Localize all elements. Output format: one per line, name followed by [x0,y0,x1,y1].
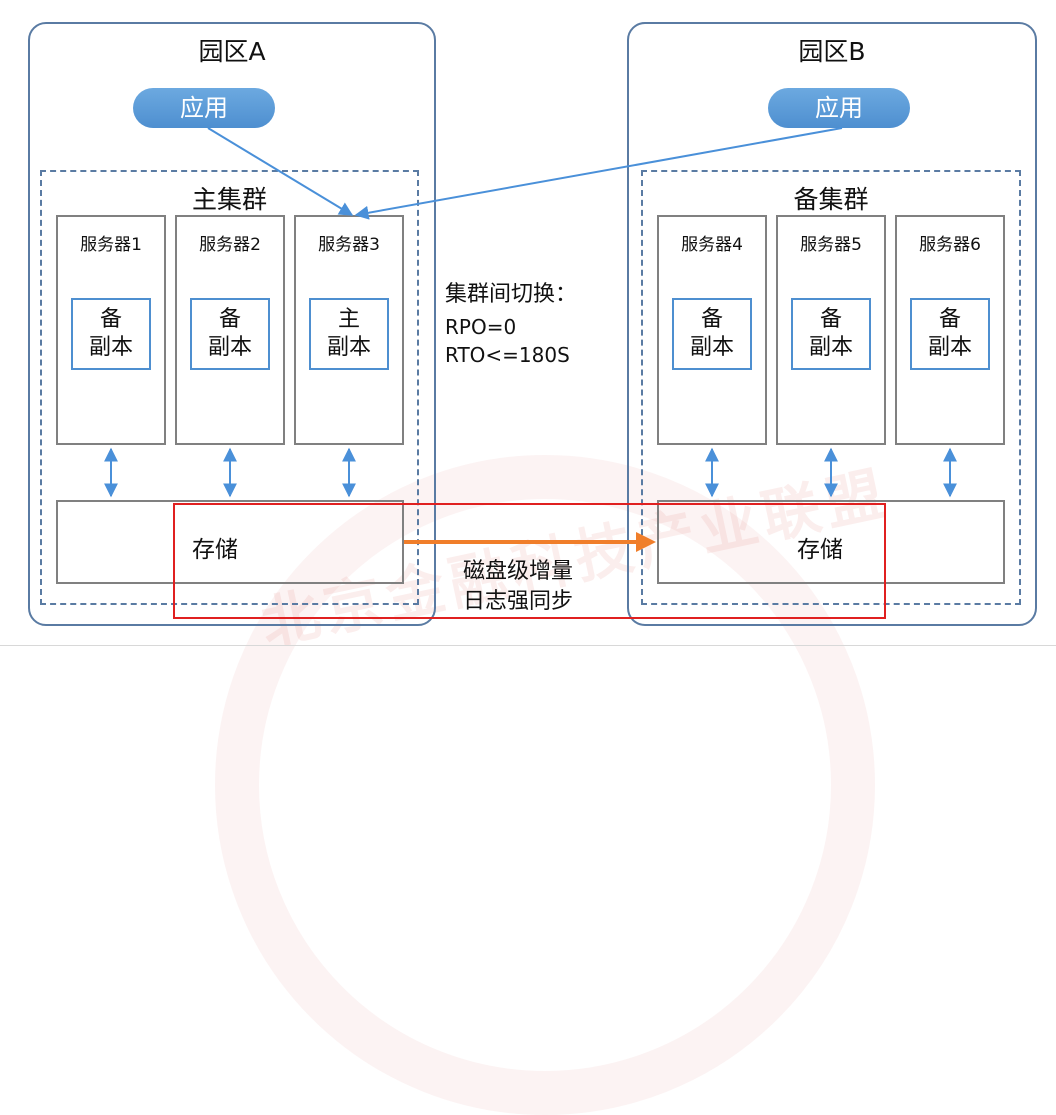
server-4-replica-line2: 副本 [689,335,734,360]
switchover-rto: RTO<=180S [445,343,570,367]
server-5-replica-line2: 副本 [808,335,853,360]
server-4-replica: 备 副本 [672,298,752,370]
sync-line2: 日志强同步 [463,589,574,614]
park-b-cluster-title: 备集群 [793,185,869,214]
server-2-replica: 备 副本 [190,298,270,370]
park-a-app: 应用 [133,88,275,128]
arrow-app-a-to-primary [207,127,354,216]
server-1 [56,215,166,445]
server-1-replica-line1: 备 [99,307,122,332]
arrow-app-b-to-primary [354,127,843,220]
server-3-label: 服务器3 [318,235,380,255]
server-5-replica: 备 副本 [791,298,871,370]
server-4-replica-line1: 备 [700,307,723,332]
server-5-label: 服务器5 [800,235,862,255]
bottom-divider [0,645,1056,646]
park-b-storage-label: 存储 [797,537,843,563]
server-2-replica-line2: 副本 [207,335,252,360]
server-1-replica: 备 副本 [71,298,151,370]
server-6-replica: 备 副本 [910,298,990,370]
server-1-replica-line2: 副本 [88,335,133,360]
sync-highlight-box [173,503,886,619]
server-5-replica-line1: 备 [819,307,842,332]
park-b-app: 应用 [768,88,910,128]
switchover-title: 集群间切换： [445,282,578,307]
park-a-frame [28,22,436,626]
server-2-replica-line1: 备 [218,307,241,332]
server-4 [657,215,767,445]
server-1-label: 服务器1 [80,235,142,255]
park-b-storage [657,500,1005,584]
server-5 [776,215,886,445]
server-3-replica-line2: 副本 [326,335,371,360]
server-6-replica-line2: 副本 [927,335,972,360]
park-a-title: 园区A [198,37,266,66]
server-2 [175,215,285,445]
server-2-label: 服务器2 [199,235,261,255]
server-6-replica-line1: 备 [938,307,961,332]
server-6-label: 服务器6 [919,235,981,255]
park-a-storage [56,500,404,584]
server-3-replica-line1: 主 [337,307,360,332]
park-a-cluster-title: 主集群 [191,185,267,214]
park-a-cluster-frame [40,170,419,605]
park-a-storage-label: 存储 [192,537,238,563]
park-b-title: 园区B [798,37,866,66]
park-b-frame [627,22,1037,626]
park-b-cluster-frame [641,170,1021,605]
connectors [104,127,957,552]
server-4-label: 服务器4 [681,235,743,255]
sync-line1: 磁盘级增量 [463,559,574,584]
server-6 [895,215,1005,445]
server-3-replica: 主 副本 [309,298,389,370]
server-3 [294,215,404,445]
switchover-rpo: RPO=0 [445,315,517,339]
